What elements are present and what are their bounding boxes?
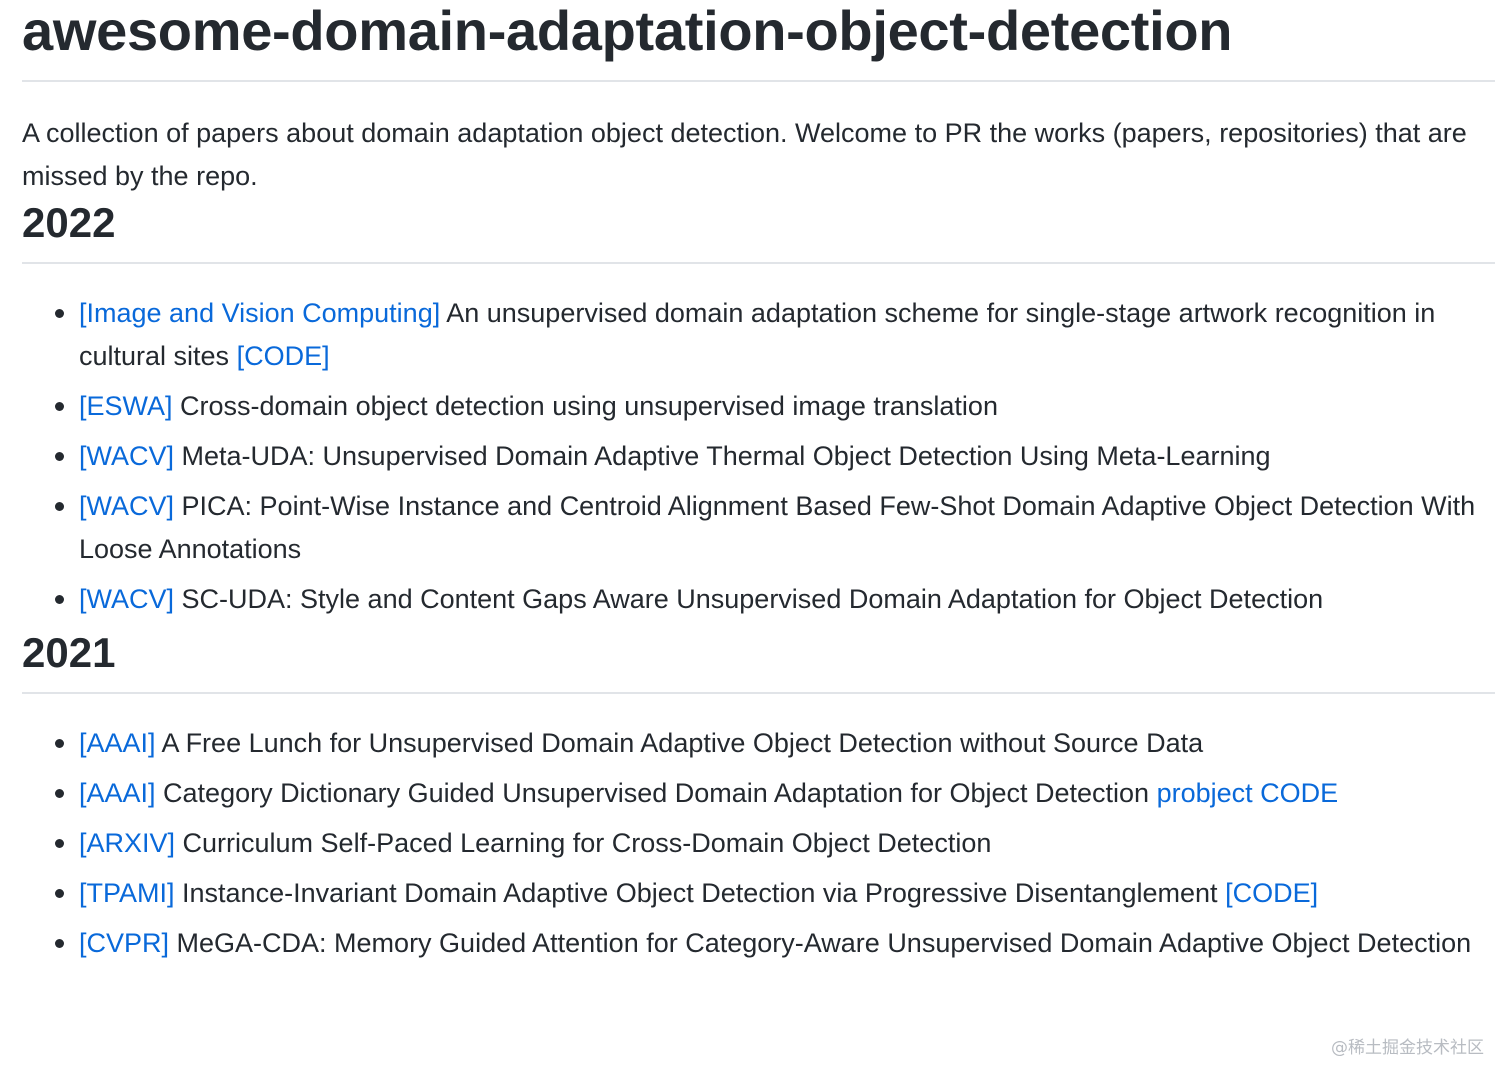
paper-list-2022: [Image and Vision Computing] An unsuperv… bbox=[22, 292, 1495, 621]
list-item: [AAAI] Category Dictionary Guided Unsupe… bbox=[22, 772, 1495, 815]
title-divider bbox=[22, 80, 1495, 82]
paper-title: Cross-domain object detection using unsu… bbox=[172, 391, 998, 421]
bullet-icon bbox=[55, 502, 64, 511]
venue-link[interactable]: [WACV] bbox=[79, 584, 175, 614]
paper-title: SC-UDA: Style and Content Gaps Aware Uns… bbox=[174, 584, 1324, 614]
list-item: [AAAI] A Free Lunch for Unsupervised Dom… bbox=[22, 722, 1495, 765]
venue-link[interactable]: [ARXIV] bbox=[79, 828, 176, 858]
bullet-icon bbox=[55, 402, 64, 411]
section-divider bbox=[22, 692, 1495, 694]
section-heading-2021: 2021 bbox=[22, 629, 116, 676]
bullet-icon bbox=[55, 309, 64, 318]
venue-link[interactable]: [TPAMI] bbox=[79, 878, 175, 908]
bullet-icon bbox=[55, 839, 64, 848]
watermark: @稀土掘金技术社区 bbox=[1331, 1038, 1484, 1058]
paper-list-2021: [AAAI] A Free Lunch for Unsupervised Dom… bbox=[22, 722, 1495, 965]
paper-title: Meta-UDA: Unsupervised Domain Adaptive T… bbox=[174, 441, 1271, 471]
paper-title: A Free Lunch for Unsupervised Domain Ada… bbox=[155, 728, 1204, 758]
section-divider bbox=[22, 262, 1495, 264]
list-item: [Image and Vision Computing] An unsuperv… bbox=[22, 292, 1495, 378]
venue-link[interactable]: [WACV] bbox=[79, 491, 175, 521]
paper-title: PICA: Point-Wise Instance and Centroid A… bbox=[79, 491, 1476, 564]
venue-link[interactable]: [ESWA] bbox=[79, 391, 173, 421]
list-item: [WACV] Meta-UDA: Unsupervised Domain Ada… bbox=[22, 435, 1495, 478]
page-title: awesome-domain-adaptation-object-detecti… bbox=[22, 0, 1233, 62]
venue-link[interactable]: [AAAI] bbox=[79, 778, 156, 808]
bullet-icon bbox=[55, 789, 64, 798]
paper-title: MeGA-CDA: Memory Guided Attention for Ca… bbox=[169, 928, 1472, 958]
list-item: [WACV] PICA: Point-Wise Instance and Cen… bbox=[22, 485, 1495, 571]
paper-title: Category Dictionary Guided Unsupervised … bbox=[155, 778, 1157, 808]
bullet-icon bbox=[55, 939, 64, 948]
bullet-icon bbox=[55, 595, 64, 604]
paper-title: Instance-Invariant Domain Adaptive Objec… bbox=[174, 878, 1226, 908]
list-item: [CVPR] MeGA-CDA: Memory Guided Attention… bbox=[22, 922, 1495, 965]
code-link[interactable]: [CODE] bbox=[236, 341, 330, 371]
list-item: [TPAMI] Instance-Invariant Domain Adapti… bbox=[22, 872, 1495, 915]
venue-link[interactable]: [CVPR] bbox=[79, 928, 170, 958]
bullet-icon bbox=[55, 452, 64, 461]
list-item: [ESWA] Cross-domain object detection usi… bbox=[22, 385, 1495, 428]
bullet-icon bbox=[55, 739, 64, 748]
paper-title: Curriculum Self-Paced Learning for Cross… bbox=[175, 828, 992, 858]
venue-link[interactable]: [WACV] bbox=[79, 441, 175, 471]
code-link[interactable]: probject CODE bbox=[1156, 778, 1339, 808]
bullet-icon bbox=[55, 889, 64, 898]
venue-link[interactable]: [Image and Vision Computing] bbox=[79, 298, 441, 328]
intro-paragraph: A collection of papers about domain adap… bbox=[22, 118, 1467, 191]
list-item: [ARXIV] Curriculum Self-Paced Learning f… bbox=[22, 822, 1495, 865]
paper-title: An unsupervised domain adaptation scheme… bbox=[79, 298, 1436, 371]
code-link[interactable]: [CODE] bbox=[1225, 878, 1319, 908]
readme-content: awesome-domain-adaptation-object-detecti… bbox=[22, 0, 1495, 972]
list-item: [WACV] SC-UDA: Style and Content Gaps Aw… bbox=[22, 578, 1495, 621]
section-heading-2022: 2022 bbox=[22, 199, 116, 246]
venue-link[interactable]: [AAAI] bbox=[79, 728, 156, 758]
